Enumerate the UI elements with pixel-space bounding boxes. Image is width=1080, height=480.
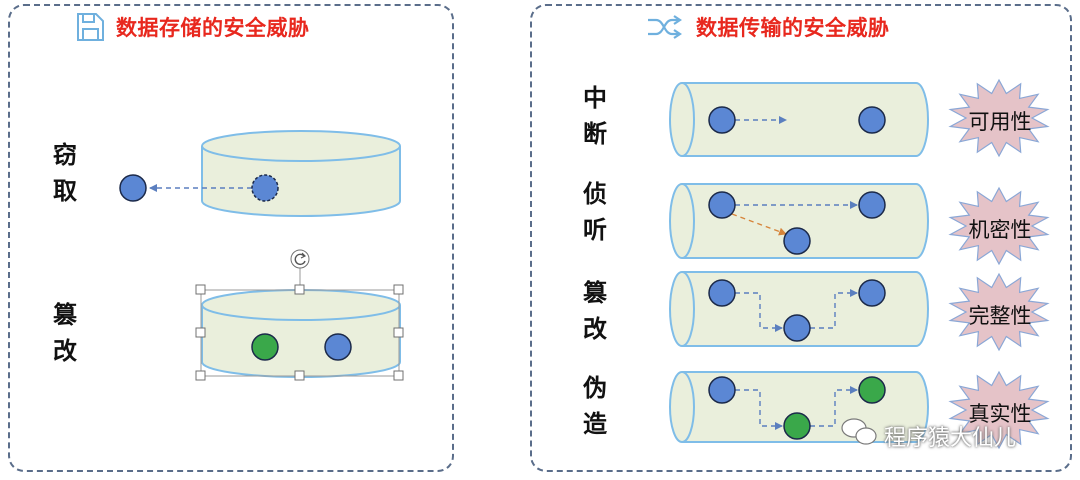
shuffle-arrows-icon bbox=[648, 15, 682, 39]
starburst-badge bbox=[948, 370, 1050, 450]
sender-node bbox=[708, 191, 736, 219]
resize-handle[interactable] bbox=[195, 370, 206, 381]
resize-handle[interactable] bbox=[393, 370, 404, 381]
threat-label-fabricate: 伪造 bbox=[583, 373, 607, 438]
sender-node bbox=[708, 376, 736, 404]
property-integrity: 完整性 bbox=[968, 304, 1032, 328]
transmission-threats-panel bbox=[530, 4, 1072, 472]
fabricate-route-arrow bbox=[735, 389, 783, 430]
rotate-handle-icon[interactable] bbox=[290, 249, 310, 269]
tampered-data-node bbox=[251, 333, 279, 361]
receiver-node bbox=[858, 279, 886, 307]
original-data-node-ghost bbox=[251, 174, 279, 202]
starburst-badge bbox=[948, 78, 1050, 158]
threat-label-interrupt: 中断 bbox=[583, 83, 607, 148]
resize-handle[interactable] bbox=[195, 327, 206, 338]
forged-node bbox=[783, 412, 811, 440]
floppy-disk-icon bbox=[77, 13, 104, 41]
storage-cylinder-tamper bbox=[201, 289, 401, 378]
resize-handle[interactable] bbox=[195, 284, 206, 295]
eavesdropper-node bbox=[783, 227, 811, 255]
resize-handle[interactable] bbox=[393, 327, 404, 338]
storage-cylinder-theft bbox=[201, 130, 401, 217]
resize-handle[interactable] bbox=[294, 370, 305, 381]
property-confidentiality: 机密性 bbox=[968, 218, 1032, 242]
property-authenticity: 真实性 bbox=[968, 402, 1032, 426]
starburst-badge bbox=[948, 186, 1050, 266]
stolen-data-node bbox=[119, 174, 147, 202]
eavesdrop-arrow bbox=[731, 213, 787, 236]
storage-threats-panel bbox=[8, 4, 454, 472]
threat-label-tamper: 篡改 bbox=[53, 300, 77, 365]
threat-label-theft: 窃取 bbox=[53, 140, 77, 205]
modify-route-arrow bbox=[735, 292, 783, 332]
wechat-icon bbox=[841, 418, 877, 445]
resize-handle[interactable] bbox=[294, 284, 305, 295]
transmission-pipe-interrupt bbox=[669, 82, 929, 157]
data-node bbox=[324, 333, 352, 361]
resize-handle[interactable] bbox=[393, 284, 404, 295]
forged-receiver-node bbox=[858, 376, 886, 404]
receiver-node bbox=[858, 191, 886, 219]
threat-label-modify: 篡改 bbox=[583, 278, 607, 343]
receiver-node bbox=[858, 106, 886, 134]
starburst-badge bbox=[948, 272, 1050, 352]
threat-label-intercept: 侦听 bbox=[583, 179, 607, 244]
transmission-panel-title: 数据传输的安全威胁 bbox=[696, 16, 890, 40]
storage-panel-title: 数据存储的安全威胁 bbox=[116, 16, 310, 40]
sender-node bbox=[708, 279, 736, 307]
property-availability: 可用性 bbox=[968, 110, 1032, 134]
attacker-node bbox=[783, 314, 811, 342]
modify-route-arrow bbox=[810, 289, 858, 329]
sender-node bbox=[708, 106, 736, 134]
selection-frame[interactable] bbox=[195, 249, 404, 381]
watermark-text: 程序猿大仙儿 bbox=[884, 426, 1017, 451]
fabricate-route-arrow bbox=[810, 386, 858, 427]
